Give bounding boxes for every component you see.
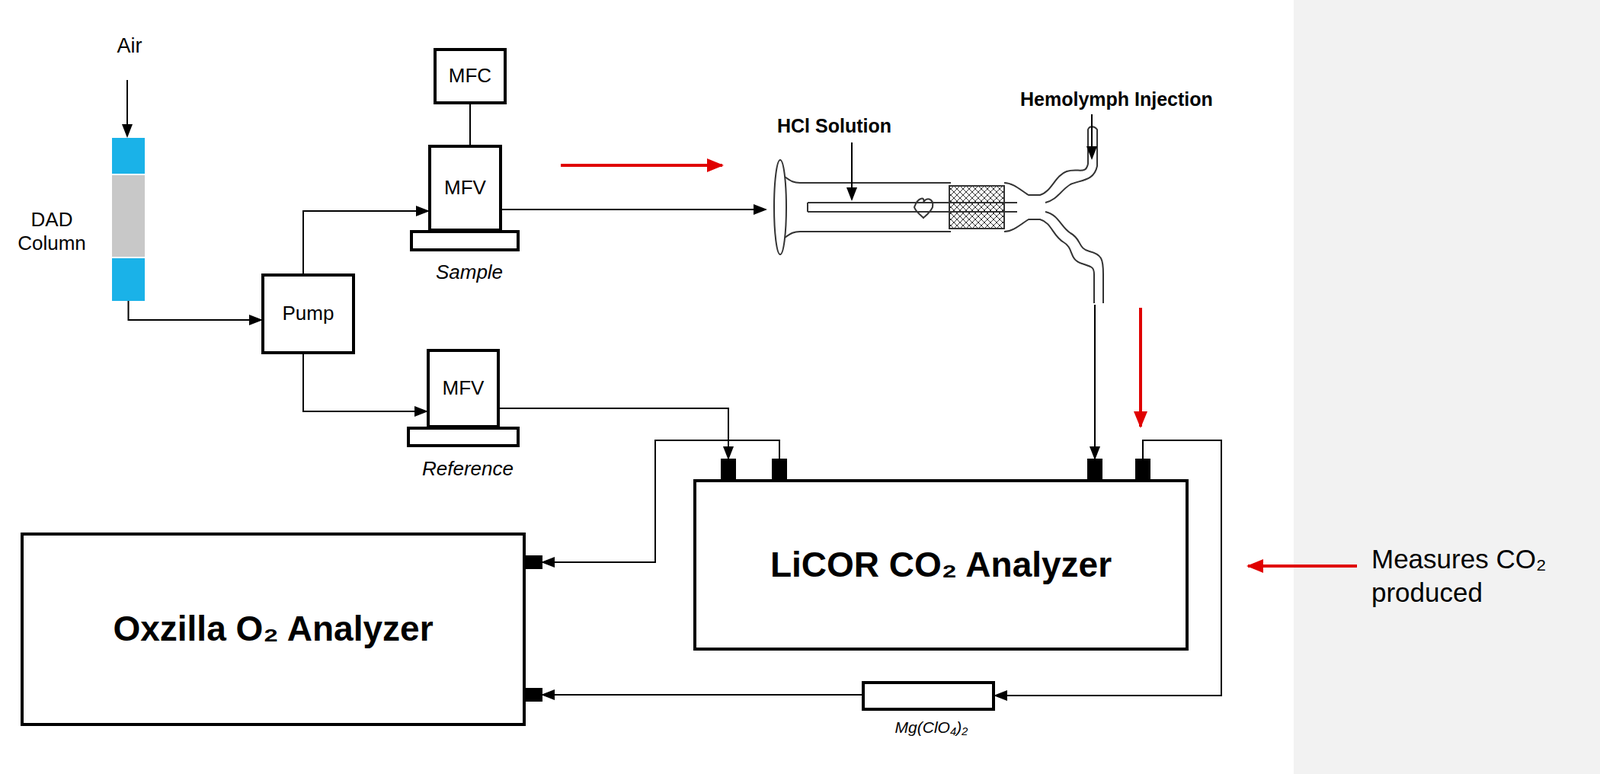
node-label: HCl Solution — [777, 114, 930, 138]
desiccant-tube: Mg(ClO₄)₂ — [861, 681, 996, 711]
drying-column: DAD Column — [112, 137, 145, 301]
node-caption: Hemolymph Injection — [1020, 87, 1272, 111]
flow-line — [303, 354, 427, 412]
callout-text: Measures CO₂ produced — [1371, 542, 1578, 610]
flow-line — [502, 208, 766, 211]
node-label: LiCOR CO₂ Analyzer — [770, 544, 1112, 586]
node-label: Mg(ClO₄)₂ — [849, 717, 1014, 737]
node-label: MFV — [442, 376, 485, 400]
air-arrow — [126, 80, 128, 137]
pump-box: Pump — [261, 273, 356, 355]
reaction-apparatus: HCl Solution Hemolymph Injection — [765, 83, 1277, 279]
flow-line — [499, 408, 729, 459]
callout-arrow — [1091, 114, 1093, 159]
base-plate — [408, 428, 519, 446]
flow-line — [128, 300, 263, 320]
flow-line — [542, 694, 862, 696]
flow-line — [469, 104, 471, 145]
side-panel — [1293, 0, 1600, 774]
leader-arrow — [1248, 564, 1357, 568]
node-caption: Reference — [399, 457, 537, 481]
flow-arrow — [1139, 307, 1143, 427]
base-plate — [411, 231, 519, 250]
valve-box: MFVReference — [426, 348, 500, 429]
valve-box: MFVSample — [428, 144, 503, 232]
controller-box: MFC — [433, 48, 507, 105]
inlet-label: Air — [110, 33, 149, 60]
flow-line — [1094, 304, 1096, 459]
node-label: Pump — [282, 301, 335, 326]
analyzer-box: Oxzilla O₂ Analyzer — [20, 532, 526, 727]
flow-line — [303, 211, 429, 274]
node-caption: Sample — [400, 260, 538, 285]
analyzer-box: LiCOR CO₂ Analyzer — [693, 479, 1189, 651]
node-label: Oxzilla O₂ Analyzer — [112, 608, 433, 650]
callout-arrow — [851, 142, 853, 200]
reaction-apparatus — [774, 126, 1104, 304]
node-label: MFV — [444, 176, 487, 200]
node-label: MFC — [448, 64, 492, 88]
node-label: DAD Column — [9, 208, 94, 256]
flow-arrow — [560, 163, 723, 167]
